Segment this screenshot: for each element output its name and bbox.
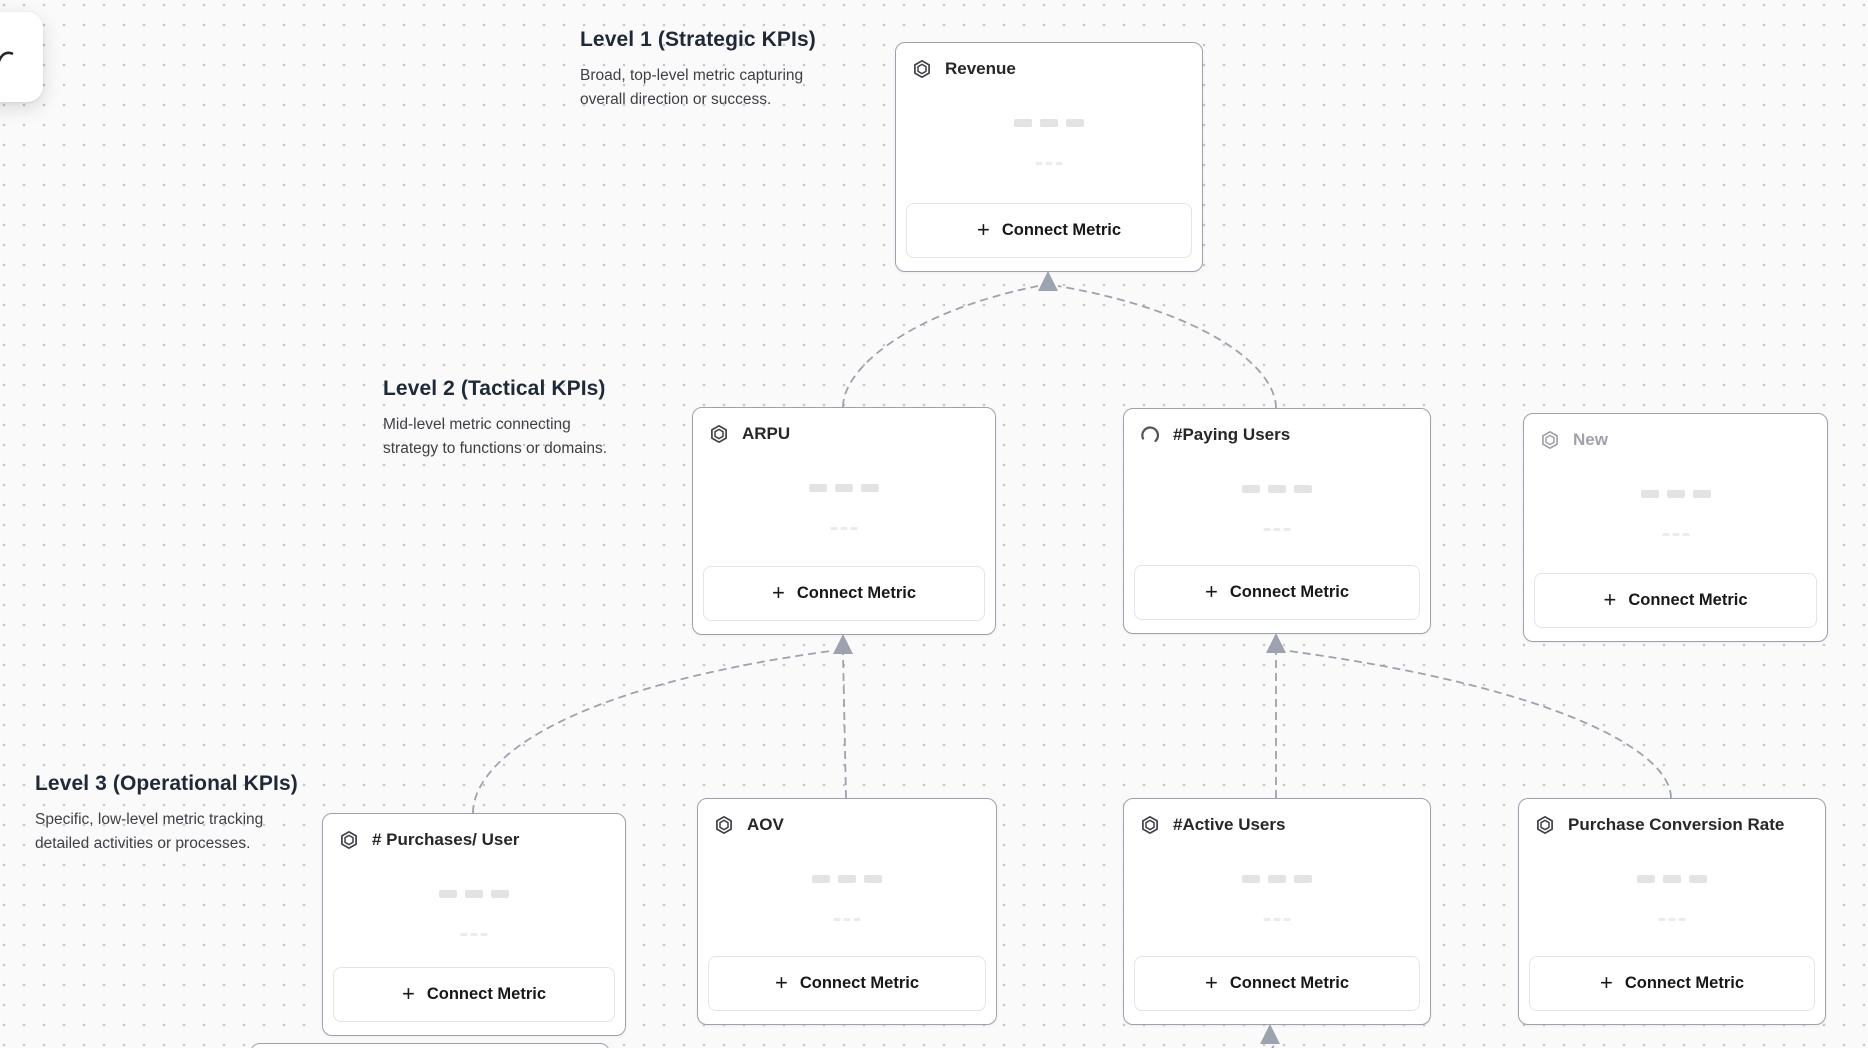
level-1-title: Level 1 (Strategic KPIs) [580,28,816,51]
metric-card-active-users[interactable]: #Active Users + Connect Metric [1123,798,1431,1025]
connect-metric-label: Connect Metric [1229,583,1350,601]
connect-metric-label: Connect Metric [1229,974,1350,992]
metric-skeleton [1640,490,1711,498]
arrowhead-paying [1266,633,1286,653]
card-header: ARPU [693,408,995,445]
connect-metric-button[interactable]: + Connect Metric [703,566,985,621]
metric-skeleton [439,890,509,898]
arrowhead-revenue [1038,271,1058,291]
card-header: Purchase Conversion Rate [1519,799,1825,836]
level-1-description: Broad, top-level metric capturing overal… [580,67,804,108]
connect-metric-button[interactable]: + Connect Metric [906,203,1192,258]
connect-metric-label: Connect Metric [1628,591,1748,609]
card-header: #Active Users [1124,799,1430,836]
metric-skeleton [812,875,882,883]
level-3-title: Level 3 (Operational KPIs) [35,772,298,795]
metric-skeleton [1014,119,1084,127]
metric-card-title: AOV [747,815,784,834]
plus-icon: + [401,980,415,1006]
arrowhead-active-users [1260,1024,1280,1044]
connector-arpu-to-revenue [842,285,1039,408]
card-header: #Paying Users [1124,409,1430,446]
metric-card-arpu[interactable]: ARPU + Connect Metric [692,407,996,635]
metric-skeleton [809,484,879,492]
plus-icon: + [976,216,990,242]
hexagon-badge-icon [341,830,357,850]
level-3-description: Specific, low-level metric tracking deta… [35,811,264,852]
metric-card-aov[interactable]: AOV + Connect Metric [697,798,997,1025]
metric-card-purchase-conversion-rate[interactable]: Purchase Conversion Rate + Connect Metri… [1518,798,1826,1025]
metric-skeleton [1242,875,1312,883]
metric-card-purchases-per-user[interactable]: # Purchases/ User + Connect Metric [322,813,626,1036]
metric-card-paying-users[interactable]: #Paying Users + Connect Metric [1123,408,1431,634]
connect-metric-button[interactable]: + Connect Metric [1534,573,1817,628]
plus-icon: + [771,579,785,605]
hexagon-badge-icon [716,815,732,835]
metric-skeleton [1242,485,1312,493]
level-2-description: Mid-level metric connecting strategy to … [383,416,608,457]
card-header: AOV [698,799,996,836]
level-3-heading: Level 3 (Operational KPIs) Specific, low… [35,772,298,856]
metric-card-partial[interactable] [250,1043,610,1048]
connect-metric-button[interactable]: + Connect Metric [1529,956,1815,1011]
card-header: # Purchases/ User [323,814,625,851]
card-header: Revenue [896,43,1202,80]
metric-skeleton-small [1263,918,1291,921]
hexagon-badge-icon [711,424,727,444]
plus-icon: + [1204,578,1218,604]
metric-card-title: Purchase Conversion Rate [1568,815,1785,834]
metric-card-title: #Active Users [1173,815,1286,834]
plus-icon: + [1599,969,1613,995]
arrowhead-arpu [833,634,853,654]
connect-metric-label: Connect Metric [799,974,920,992]
connect-metric-button[interactable]: + Connect Metric [1134,565,1420,620]
loading-spinner-icon [1141,426,1160,443]
metric-skeleton-small [1658,918,1686,921]
hexagon-badge-icon [1537,815,1553,835]
metric-card-new[interactable]: New + Connect Metric [1523,413,1828,642]
metric-skeleton-small [460,933,488,936]
connector-aov-to-arpu [842,652,847,799]
metric-card-title: ARPU [742,424,791,443]
connector-purchases-to-arpu [472,650,832,814]
level-1-heading: Level 1 (Strategic KPIs) Broad, top-leve… [580,28,816,112]
toolbar-panel[interactable] [0,12,43,102]
connect-metric-button[interactable]: + Connect Metric [333,967,615,1022]
hexagon-badge-icon [1542,430,1558,450]
connect-metric-label: Connect Metric [796,584,917,602]
level-2-heading: Level 2 (Tactical KPIs) Mid-level metric… [383,377,607,461]
connect-metric-button[interactable]: + Connect Metric [708,956,986,1011]
plus-icon: + [774,969,788,995]
connect-metric-button[interactable]: + Connect Metric [1134,956,1420,1011]
metric-skeleton-small [1263,528,1291,531]
metric-skeleton-small [1035,162,1063,165]
connector-paying-to-revenue [1057,285,1277,409]
hexagon-badge-icon [914,59,930,79]
metric-card-title: Revenue [945,59,1016,78]
cursor-icon [0,51,14,62]
metric-skeleton-small [830,527,858,530]
metric-skeleton-small [833,918,861,921]
connector-pcr-to-paying [1288,650,1672,799]
metric-skeleton-small [1662,533,1689,536]
level-2-title: Level 2 (Tactical KPIs) [383,377,606,400]
metric-skeleton [1637,875,1707,883]
connect-metric-label: Connect Metric [1624,974,1745,992]
metric-card-title: # Purchases/ User [372,830,520,849]
connect-metric-label: Connect Metric [1001,221,1122,239]
hexagon-badge-icon [1142,815,1158,835]
metric-card-title: New [1573,430,1608,449]
card-header: New [1524,414,1827,451]
metric-card-title: #Paying Users [1173,425,1291,444]
plus-icon: + [1204,969,1218,995]
metric-card-revenue[interactable]: Revenue + Connect Metric [895,42,1203,272]
plus-icon: + [1603,586,1617,612]
connect-metric-label: Connect Metric [426,985,547,1003]
